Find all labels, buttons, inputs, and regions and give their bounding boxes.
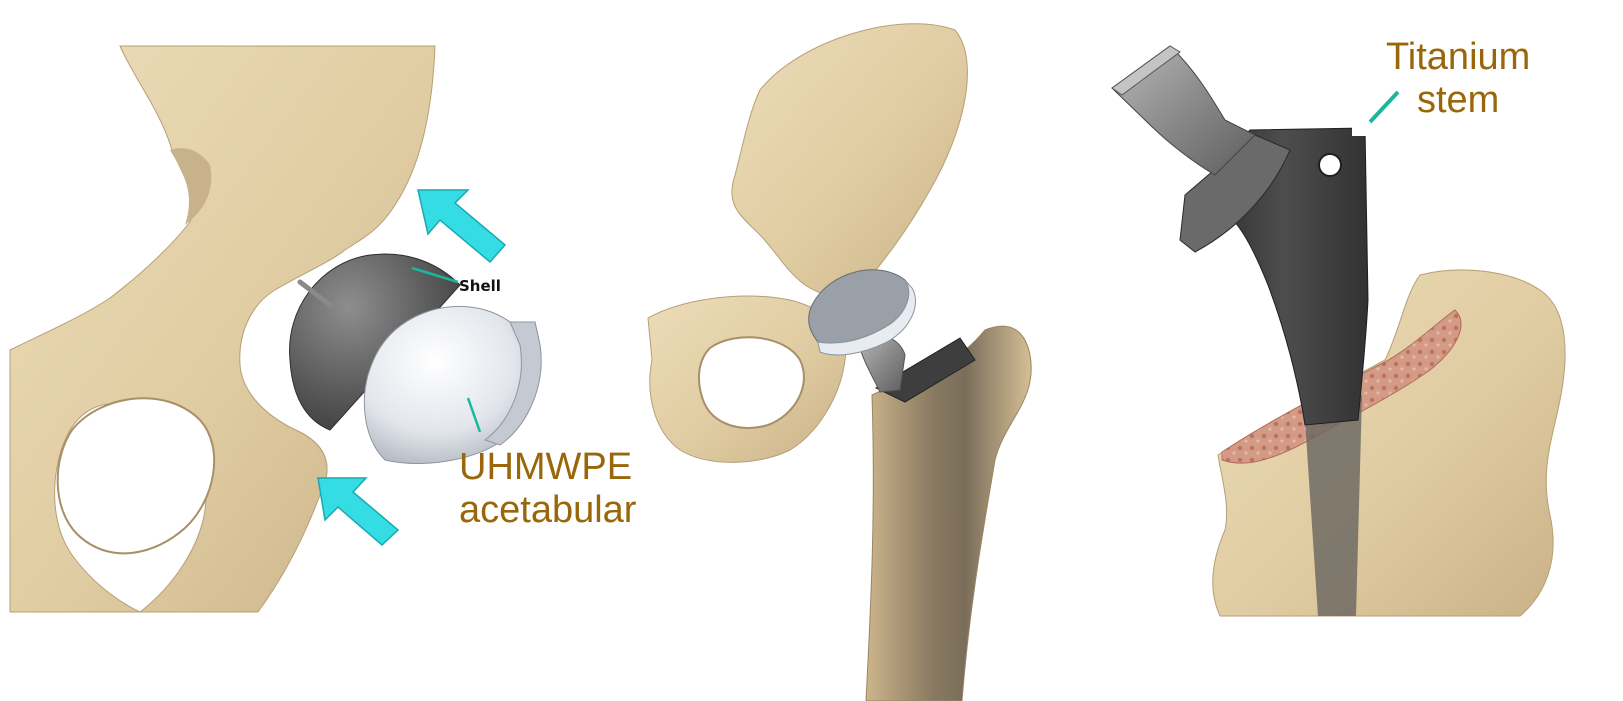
- titanium-label-line1: Titanium: [1386, 36, 1530, 79]
- insertion-arrow-icon: [318, 478, 398, 545]
- shell-label: Shell: [459, 278, 501, 295]
- ilium-bone: [732, 24, 968, 296]
- uhmwpe-label-line1: UHMWPE: [459, 446, 636, 489]
- titanium-label-line2: stem: [1386, 79, 1530, 122]
- stem-hole: [1319, 154, 1341, 176]
- panel-femoral-stem-in-femur: [1112, 46, 1565, 616]
- insertion-arrow-icon: [418, 190, 505, 262]
- stem-trunnion: [1112, 46, 1255, 175]
- obturator-foramen: [58, 398, 214, 553]
- titanium-stem-label: Titanium stem: [1386, 36, 1530, 121]
- uhmwpe-label-line2: acetabular: [459, 489, 636, 532]
- uhmwpe-label: UHMWPE acetabular: [459, 446, 636, 531]
- panel-assembled-hip-prosthesis: [648, 24, 1031, 701]
